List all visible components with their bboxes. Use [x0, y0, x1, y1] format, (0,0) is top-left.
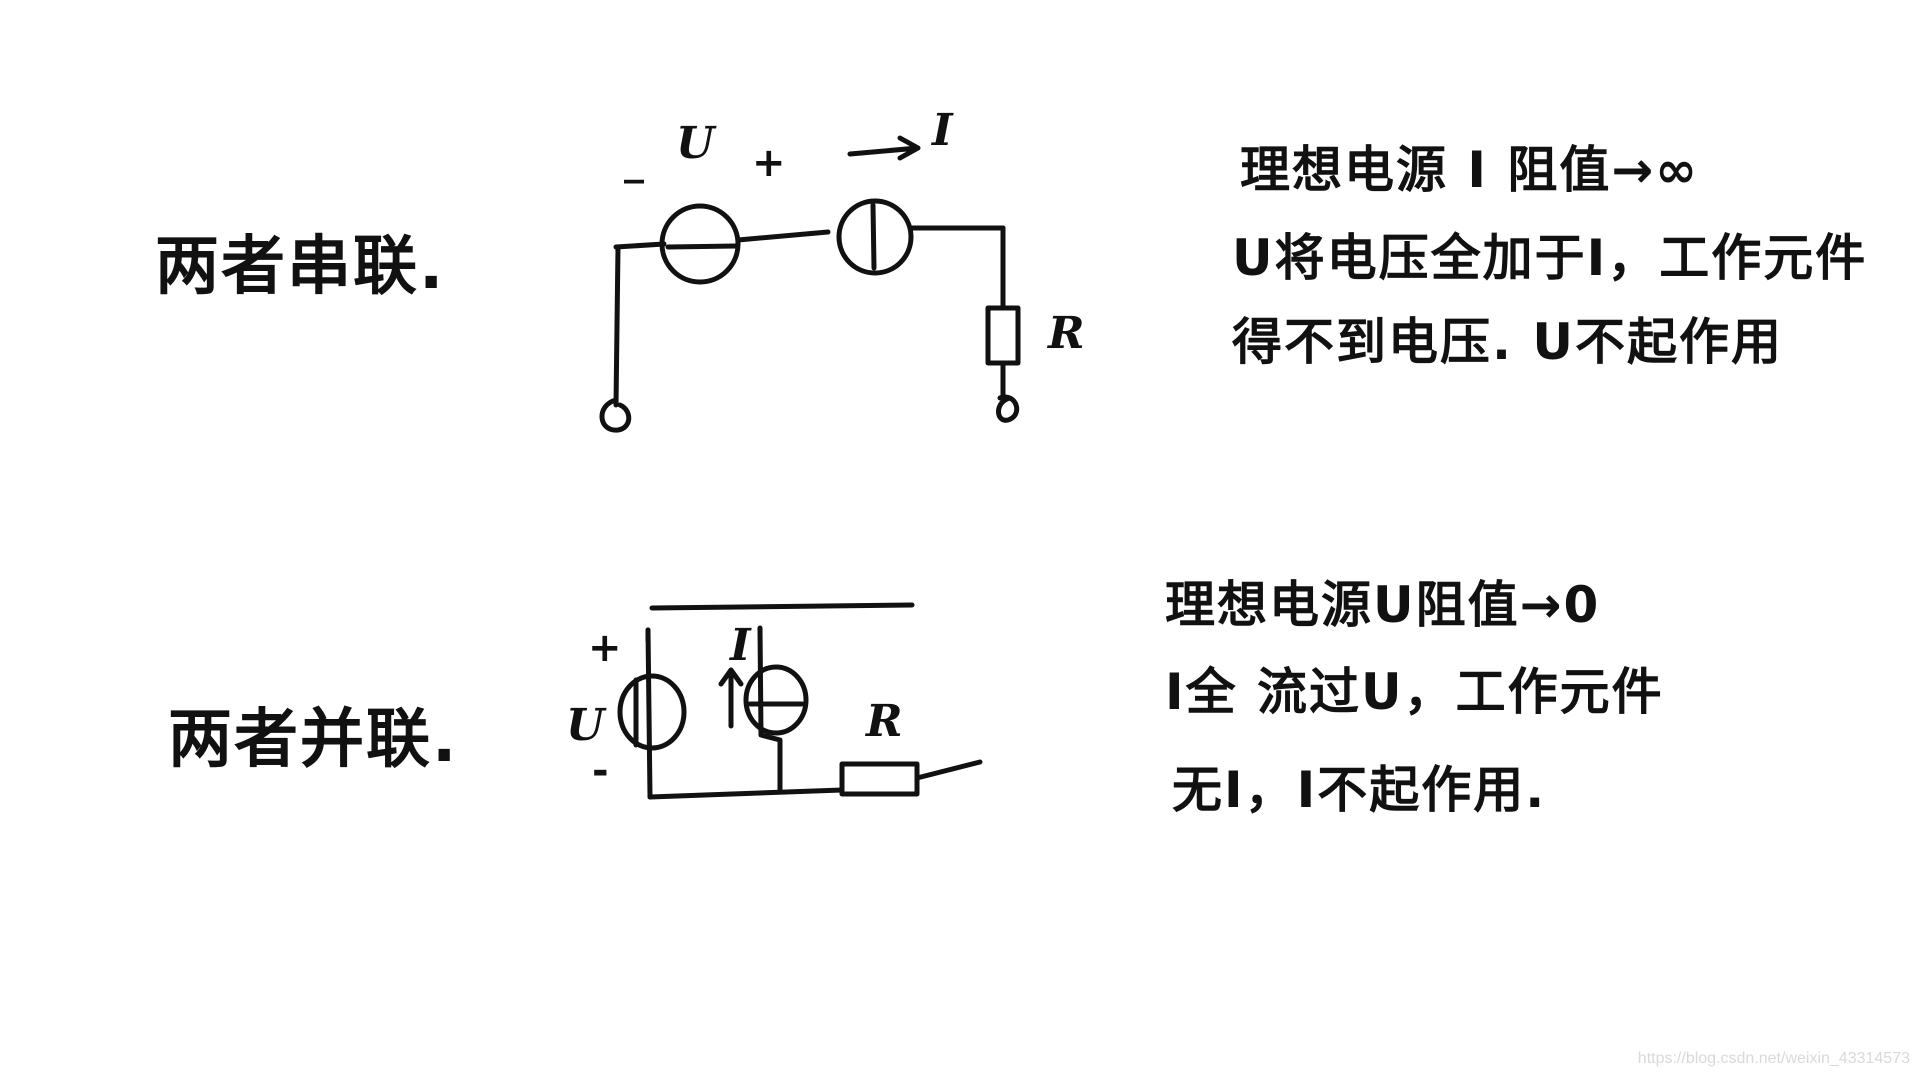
series-note-line-3: 得不到电压. U不起作用 — [1232, 313, 1784, 371]
parallel-minus-sign: - — [592, 748, 611, 794]
parallel-note-line-1: 理想电源U阻值→0 — [1165, 576, 1601, 634]
parallel-bottom-wire — [647, 787, 845, 800]
parallel-current-source-symbol — [743, 664, 809, 736]
parallel-resistor-label: R — [866, 696, 905, 747]
series-right-terminal — [996, 394, 1020, 423]
parallel-top-wire — [649, 602, 915, 611]
series-note-line-2: U将电压全加于I，工作元件 — [1232, 229, 1868, 287]
series-left-terminal — [599, 397, 632, 433]
series-plus-sign: + — [752, 140, 788, 186]
parallel-mid-wire — [757, 625, 783, 793]
series-voltage-source-symbol — [659, 203, 741, 285]
series-resistor-label: R — [1048, 308, 1087, 359]
series-left-wire — [613, 244, 621, 408]
parallel-current-label: I — [730, 620, 753, 671]
parallel-current-arrow — [718, 667, 744, 729]
parallel-resistor-symbol — [839, 761, 920, 797]
parallel-voltage-label: U — [566, 700, 607, 751]
series-voltage-label: U — [676, 118, 717, 169]
parallel-label: 两者并联. — [168, 703, 459, 777]
series-note-line-1: 理想电源 I 阻值→∞ — [1240, 141, 1699, 199]
parallel-left-wire — [645, 627, 653, 800]
parallel-circuit — [617, 602, 983, 800]
parallel-plus-sign: + — [588, 625, 624, 671]
series-current-label: I — [932, 105, 955, 156]
series-minus-sign: _ — [624, 138, 646, 184]
series-voltage-source-bar — [665, 243, 739, 250]
series-mid-wire — [735, 229, 831, 243]
series-circuit — [599, 135, 1021, 433]
parallel-voltage-source-symbol — [617, 673, 687, 751]
series-current-arrow — [847, 135, 921, 161]
series-left-top-wire — [613, 241, 667, 250]
series-resistor-symbol — [985, 305, 1021, 366]
parallel-note-line-3: 无I，I不起作用. — [1172, 761, 1547, 819]
series-label: 两者串联. — [155, 230, 446, 304]
watermark-url: https://blog.csdn.net/weixin_43314573 — [1637, 1050, 1910, 1067]
parallel-note-line-2: I全 流过U，工作元件 — [1165, 663, 1664, 721]
series-current-source-bar — [870, 202, 877, 271]
parallel-resistor-lead — [914, 759, 983, 781]
series-current-source-symbol — [836, 198, 914, 276]
